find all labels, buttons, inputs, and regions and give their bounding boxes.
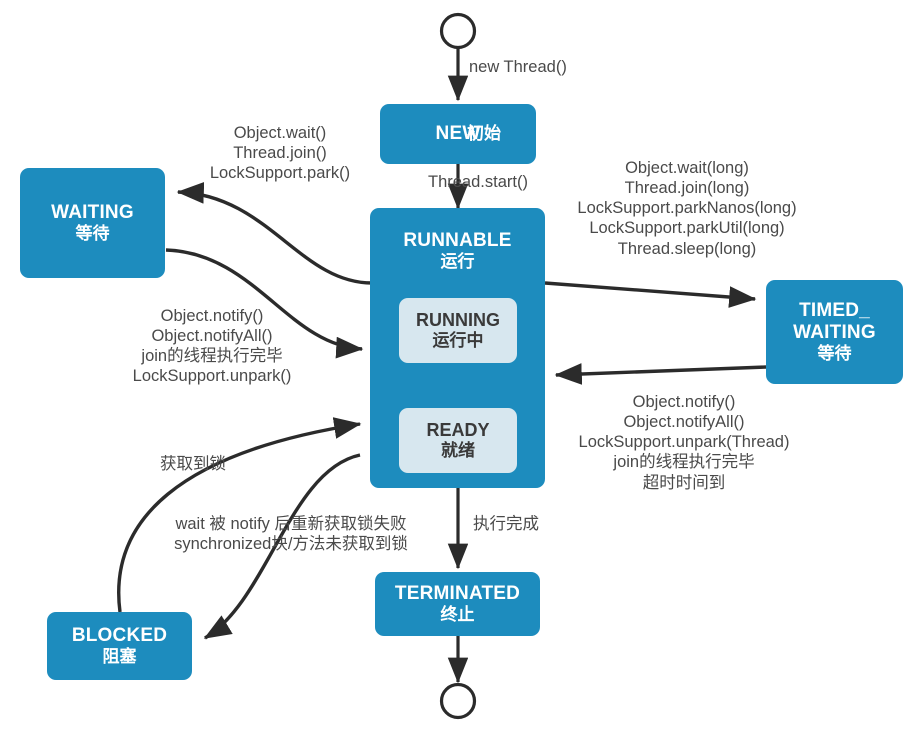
edge-label-from-waiting: Object.notify() Object.notifyAll() join的… — [132, 307, 292, 386]
edge-label-new-thread: new Thread() — [469, 58, 567, 76]
node-blocked-label-en: BLOCKED — [71, 624, 168, 646]
edge-label-thread-start: Thread.start() — [428, 173, 528, 191]
node-timed-waiting-label-cn: 等待 — [817, 344, 852, 364]
node-running-label-cn: 运行中 — [432, 331, 484, 351]
edge-label-to-blocked: wait 被 notify 后重新获取锁失败 synchronized块/方法未… — [174, 515, 408, 554]
node-new[interactable]: NEW — [380, 104, 536, 164]
edge-runnable-to-timed-waiting — [544, 281, 757, 308]
node-ready-label-cn: 就绪 — [441, 441, 475, 461]
node-new-label-en: NEW — [435, 122, 481, 144]
edge-timed-waiting-to-runnable — [554, 363, 767, 385]
node-runnable-label-en: RUNNABLE — [403, 230, 512, 251]
node-timed-waiting-label-en-line2: WAITING — [793, 321, 876, 343]
node-ready-label-en: READY — [426, 419, 490, 440]
end-node-circle — [439, 682, 477, 720]
node-timed-waiting-label-en-line1: TIMED_ — [799, 299, 870, 321]
edge-label-from-timed-waiting: Object.notify() Object.notifyAll() LockS… — [578, 393, 790, 492]
node-running-label-en: RUNNING — [416, 309, 500, 330]
node-terminated-label-cn: 终止 — [440, 605, 475, 625]
edge-label-to-timed-waiting: Object.wait(long) Thread.join(long) Lock… — [577, 159, 797, 258]
node-blocked-label-cn: 阻塞 — [102, 647, 137, 667]
node-waiting-label-cn: 等待 — [75, 224, 110, 244]
node-running[interactable]: RUNNING 运行中 — [399, 298, 517, 363]
node-waiting[interactable]: WAITING 等待 — [20, 168, 165, 278]
edge-label-to-waiting: Object.wait() Thread.join() LockSupport.… — [209, 124, 351, 183]
node-runnable-label-cn: 运行 — [440, 252, 475, 272]
edge-label-finish: 执行完成 — [473, 515, 539, 533]
edge-runnable-to-waiting — [176, 182, 373, 285]
node-timed-waiting[interactable]: TIMED_ WAITING 等待 — [766, 280, 903, 384]
node-ready[interactable]: READY 就绪 — [399, 408, 517, 473]
node-terminated[interactable]: TERMINATED 终止 — [375, 572, 540, 636]
node-waiting-label-en: WAITING — [51, 201, 134, 223]
node-terminated-label-en: TERMINATED — [394, 582, 521, 604]
edge-label-got-lock: 获取到锁 — [160, 455, 226, 473]
node-blocked[interactable]: BLOCKED 阻塞 — [47, 612, 192, 680]
start-node-circle — [439, 12, 477, 50]
